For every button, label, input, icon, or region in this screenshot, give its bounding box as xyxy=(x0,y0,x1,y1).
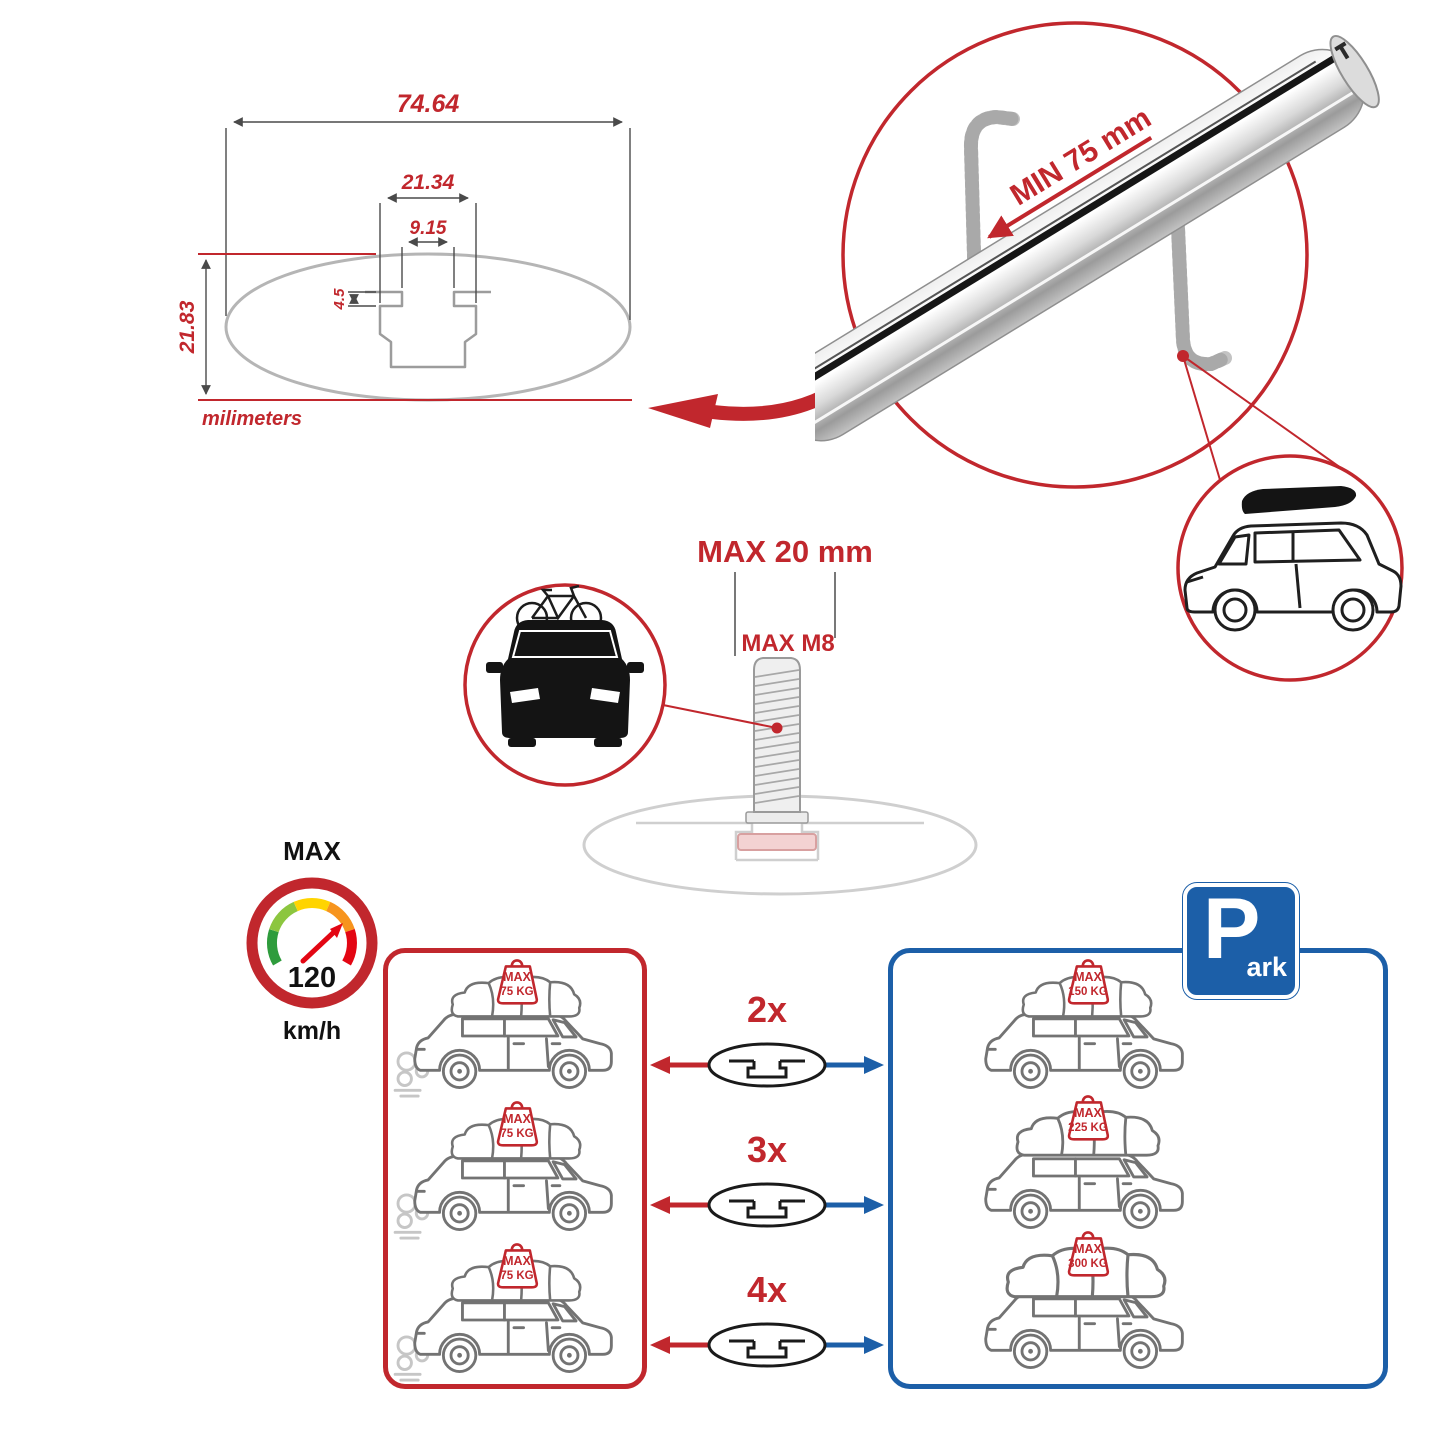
parked-cars: MAX 150 KG MAX 225 KG MAX 300 KG xyxy=(984,959,1184,1369)
count-label: 4x xyxy=(747,1269,787,1310)
svg-text:75 KG: 75 KG xyxy=(500,1270,533,1282)
arrow-right-icon xyxy=(864,1196,884,1214)
svg-text:MAX: MAX xyxy=(503,970,531,984)
svg-text:MAX: MAX xyxy=(1074,1106,1102,1120)
reference-lines xyxy=(198,253,632,401)
driving-cars: MAX 75 KG MAX 75 KG MAX 75 KG xyxy=(393,959,613,1382)
crossbar-detail-callout: MIN 75 mm xyxy=(815,21,1404,682)
driving-car-3: MAX 75 KG xyxy=(393,1243,613,1382)
svg-text:75 KG: 75 KG xyxy=(500,986,533,998)
bolt-spec-diagram: MAX 20 mm MAX M8 xyxy=(463,534,978,896)
svg-text:300 KG: 300 KG xyxy=(1068,1258,1108,1270)
dim-total-height: 21.83 xyxy=(176,300,199,354)
park-sign-letter: P xyxy=(1203,881,1261,977)
dim-total-width: 74.64 xyxy=(397,90,460,118)
svg-text:MAX: MAX xyxy=(1074,970,1102,984)
car-front-silhouette xyxy=(486,620,644,747)
callout-dot xyxy=(1177,350,1189,362)
threaded-bolt xyxy=(753,657,801,813)
gauge-needle xyxy=(300,929,337,964)
units-label: milimeters xyxy=(202,408,302,430)
driving-car-2: MAX 75 KG xyxy=(393,1101,613,1240)
gauge-value: 120 xyxy=(288,962,336,994)
arrow-right-icon xyxy=(864,1056,884,1074)
crossbar-profile-icon xyxy=(707,1182,827,1228)
t-slot-profile xyxy=(365,290,491,369)
svg-text:MAX: MAX xyxy=(503,1112,531,1126)
slot-sketch-profile xyxy=(636,821,924,862)
bolt-callout-dot xyxy=(771,722,783,734)
gauge-dial: 120 xyxy=(246,877,378,1009)
bolt-extension-lines xyxy=(734,572,836,656)
crossbar-profile-icon xyxy=(707,1322,827,1368)
dim-slot-width: 9.15 xyxy=(410,218,447,239)
parked-car-1: MAX 150 KG xyxy=(984,959,1184,1089)
crossbar-bar xyxy=(815,35,1380,442)
dim-channel-width: 21.34 xyxy=(401,171,455,194)
washer-plate xyxy=(745,811,809,824)
crossbar-count-column: 2x 3x 4x xyxy=(650,989,884,1368)
suv-with-roofbox-icon xyxy=(1183,486,1403,632)
count-row-2: 3x xyxy=(650,1129,884,1228)
svg-text:150 KG: 150 KG xyxy=(1068,986,1108,998)
parked-car-2: MAX 225 KG xyxy=(984,1095,1184,1229)
arrow-left-icon xyxy=(650,1196,670,1214)
dimension-lines xyxy=(201,117,631,395)
speed-limit-gauge: MAX 120 km/h xyxy=(232,836,392,1046)
driving-car-1: MAX 75 KG xyxy=(393,959,613,1098)
arrow-left-icon xyxy=(650,1336,670,1354)
count-row-1: 2x xyxy=(650,989,884,1088)
bolt-thread-label: MAX M8 xyxy=(741,630,834,657)
count-row-3: 4x xyxy=(650,1269,884,1368)
clamp-hooks xyxy=(964,109,1232,372)
park-sign-text: ark xyxy=(1246,952,1287,982)
roof-box xyxy=(1241,486,1357,514)
svg-text:MAX: MAX xyxy=(1074,1242,1102,1256)
t-bolt-head xyxy=(737,833,817,851)
cross-section-diagram: 74.64 21.34 9.15 4.5 21.83 milimeters xyxy=(176,90,632,430)
driving-load-panel: MAX 75 KG MAX 75 KG MAX 75 KG xyxy=(383,948,647,1389)
parked-load-panel: MAX 150 KG MAX 225 KG MAX 300 KG xyxy=(888,948,1388,1389)
svg-text:75 KG: 75 KG xyxy=(500,1128,533,1140)
parked-car-3: MAX 300 KG xyxy=(984,1231,1184,1369)
gauge-units: km/h xyxy=(282,1017,342,1045)
bolt-length-label: MAX 20 mm xyxy=(697,534,873,569)
arrow-left-icon xyxy=(650,1056,670,1074)
magnifier-circle xyxy=(841,21,1309,489)
count-label: 3x xyxy=(747,1129,787,1170)
dim-lip-height: 4.5 xyxy=(331,288,348,311)
count-label: 2x xyxy=(747,989,787,1030)
gauge-title: MAX xyxy=(283,836,341,866)
svg-text:MAX: MAX xyxy=(503,1254,531,1268)
park-sign: P ark xyxy=(1183,883,1299,999)
svg-text:225 KG: 225 KG xyxy=(1068,1122,1108,1134)
crossbar-profile-icon xyxy=(707,1042,827,1088)
bar-cross-section-outline xyxy=(224,252,632,402)
arrow-right-icon xyxy=(864,1336,884,1354)
